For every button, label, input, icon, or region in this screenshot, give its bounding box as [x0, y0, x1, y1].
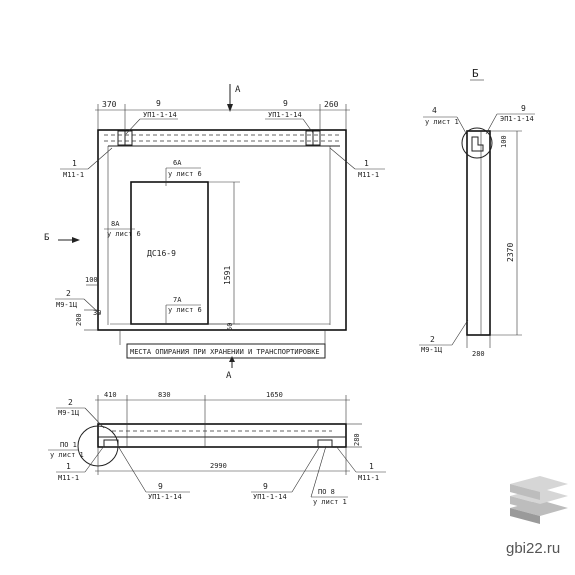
- section-a-arrow-icon: [229, 356, 235, 362]
- view-b-arrow-icon: [72, 237, 80, 243]
- dim-right-top: 260: [324, 100, 339, 109]
- callout-right-code: М11-1: [358, 171, 379, 179]
- side-detail-circle: [461, 127, 493, 159]
- node-7a-num: 7А: [173, 296, 182, 304]
- plan-node-8-num: ПО 8: [318, 488, 335, 496]
- callout-top-left-code: УП1-1-14: [143, 111, 177, 119]
- callout-left-code: М11-1: [63, 171, 84, 179]
- side-callout-2-code: М9-1Ц: [421, 346, 443, 354]
- front-view: A 370 260 9 УП1-1-14 9 УП1-1-14 1 М11-1 …: [44, 84, 385, 381]
- plan-callout-1-left-code: М11-1: [58, 474, 79, 482]
- plan-dim-thickness: 280: [353, 433, 361, 446]
- plan-callout-1-right-code: М11-1: [358, 474, 379, 482]
- side-panel-outline: [466, 130, 491, 336]
- logo-layer-middle-side: [510, 496, 540, 512]
- callout-right-leader: [329, 147, 356, 170]
- dim-30: 30: [93, 309, 101, 317]
- plan-callout-9-right-code: УП1-1-14: [253, 493, 287, 501]
- side-callout-9-code: ЭП1-1-14: [500, 115, 534, 123]
- node-8a-num: 8А: [111, 220, 120, 228]
- callout-left-leader: [87, 147, 113, 170]
- view-a-arrow-icon: [227, 104, 233, 112]
- view-a-label: A: [235, 85, 241, 95]
- plan-callout-9-right-num: 9: [263, 482, 268, 491]
- node-6a-num: 6А: [173, 159, 182, 167]
- plan-insert-right: [317, 439, 333, 448]
- callout-top-right-leader: [302, 118, 314, 134]
- plan-callout-1-right-num: 1: [369, 462, 374, 471]
- dim-left-top: 370: [102, 100, 117, 109]
- plan-callout-9-left-num: 9: [158, 482, 163, 491]
- plan-callout-2-code: М9-1Ц: [58, 409, 80, 417]
- side-view: Б 4 у лист 1 9 ЭП1-1-14 100 2370 2 М9-1Ц…: [419, 67, 535, 358]
- callout-top-right-code: УП1-1-14: [268, 111, 302, 119]
- view-b-arrow-label: Б: [44, 233, 49, 243]
- side-callout-2-num: 2: [430, 335, 435, 344]
- node-6a-sheet: у лист 6: [168, 170, 202, 178]
- plan-callout-1-left-num: 1: [66, 462, 71, 471]
- dim-100: 100: [85, 276, 98, 284]
- callout-top-right-num: 9: [283, 99, 288, 108]
- dim-200: 200: [75, 313, 83, 326]
- callout-bottom-left-code: М9-1Ц: [56, 301, 78, 309]
- plan-dim-410: 410: [104, 391, 117, 399]
- dim-50: 50: [226, 323, 234, 331]
- door-label: ДС16-9: [147, 249, 176, 258]
- side-dim-top: 100: [500, 135, 508, 148]
- side-dim-height: 2370: [506, 243, 515, 262]
- support-text-box: [126, 343, 326, 359]
- callout-top-left-leader: [125, 118, 141, 135]
- section-a-label: А: [226, 371, 232, 381]
- logo-layer-top: [510, 476, 568, 492]
- plan-callout-9-right-leader: [291, 445, 321, 493]
- callout-left-num: 1: [72, 159, 77, 168]
- plan-node-8-sheet: у лист 1: [313, 498, 347, 506]
- logo-layer-top-side: [510, 484, 540, 500]
- plan-callout-9-left-code: УП1-1-14: [148, 493, 182, 501]
- side-loop-profile: [471, 136, 484, 152]
- panel-outline: [97, 129, 347, 331]
- side-callout-9-num: 9: [521, 104, 526, 113]
- callout-right-num: 1: [364, 159, 369, 168]
- support-text: МЕСТА ОПИРАНИЯ ПРИ ХРАНЕНИИ И ТРАНСПОРТИ…: [130, 348, 320, 356]
- side-callout-4-leader: [456, 116, 468, 136]
- plan-insert-left: [103, 439, 119, 448]
- node-7a-sheet: у лист 6: [168, 306, 202, 314]
- plan-callout-9-left-leader: [117, 445, 147, 493]
- plan-callout-2-leader: [84, 407, 105, 429]
- plan-node-1-sheet: у лист 1: [50, 451, 84, 459]
- node-8a-sheet: у лист 6: [107, 230, 141, 238]
- dim-opening-height: 1591: [223, 266, 232, 285]
- watermark-site: gbi22.ru: [506, 540, 560, 557]
- callout-bottom-left-num: 2: [66, 289, 71, 298]
- side-dim-width: 280: [472, 350, 485, 358]
- plan-node-8-leader: [310, 445, 327, 498]
- plan-dim-total: 2990: [210, 462, 227, 470]
- watermark-logo: [510, 476, 568, 524]
- side-view-title: Б: [472, 67, 479, 80]
- plan-node-1-num: ПО 1: [60, 441, 77, 449]
- plan-callout-2-num: 2: [68, 398, 73, 407]
- side-callout-4-num: 4: [432, 106, 437, 115]
- plan-callout-1-left-leader: [84, 445, 105, 473]
- side-callout-2-leader: [451, 319, 469, 346]
- plan-callout-1-right-leader: [335, 445, 357, 473]
- plan-view: 410 830 1650 2990 280 2 М9-1Ц ПО 1 у лис…: [48, 391, 386, 506]
- side-callout-9-leader: [485, 113, 498, 135]
- callout-top-left-num: 9: [156, 99, 161, 108]
- side-callout-4-sheet: у лист 1: [425, 118, 459, 126]
- plan-dim-1650: 1650: [266, 391, 283, 399]
- plan-dim-830: 830: [158, 391, 171, 399]
- logo-layer-bottom-side: [510, 508, 540, 524]
- callout-bottom-left-leader: [83, 298, 101, 315]
- plan-outline: [97, 423, 347, 448]
